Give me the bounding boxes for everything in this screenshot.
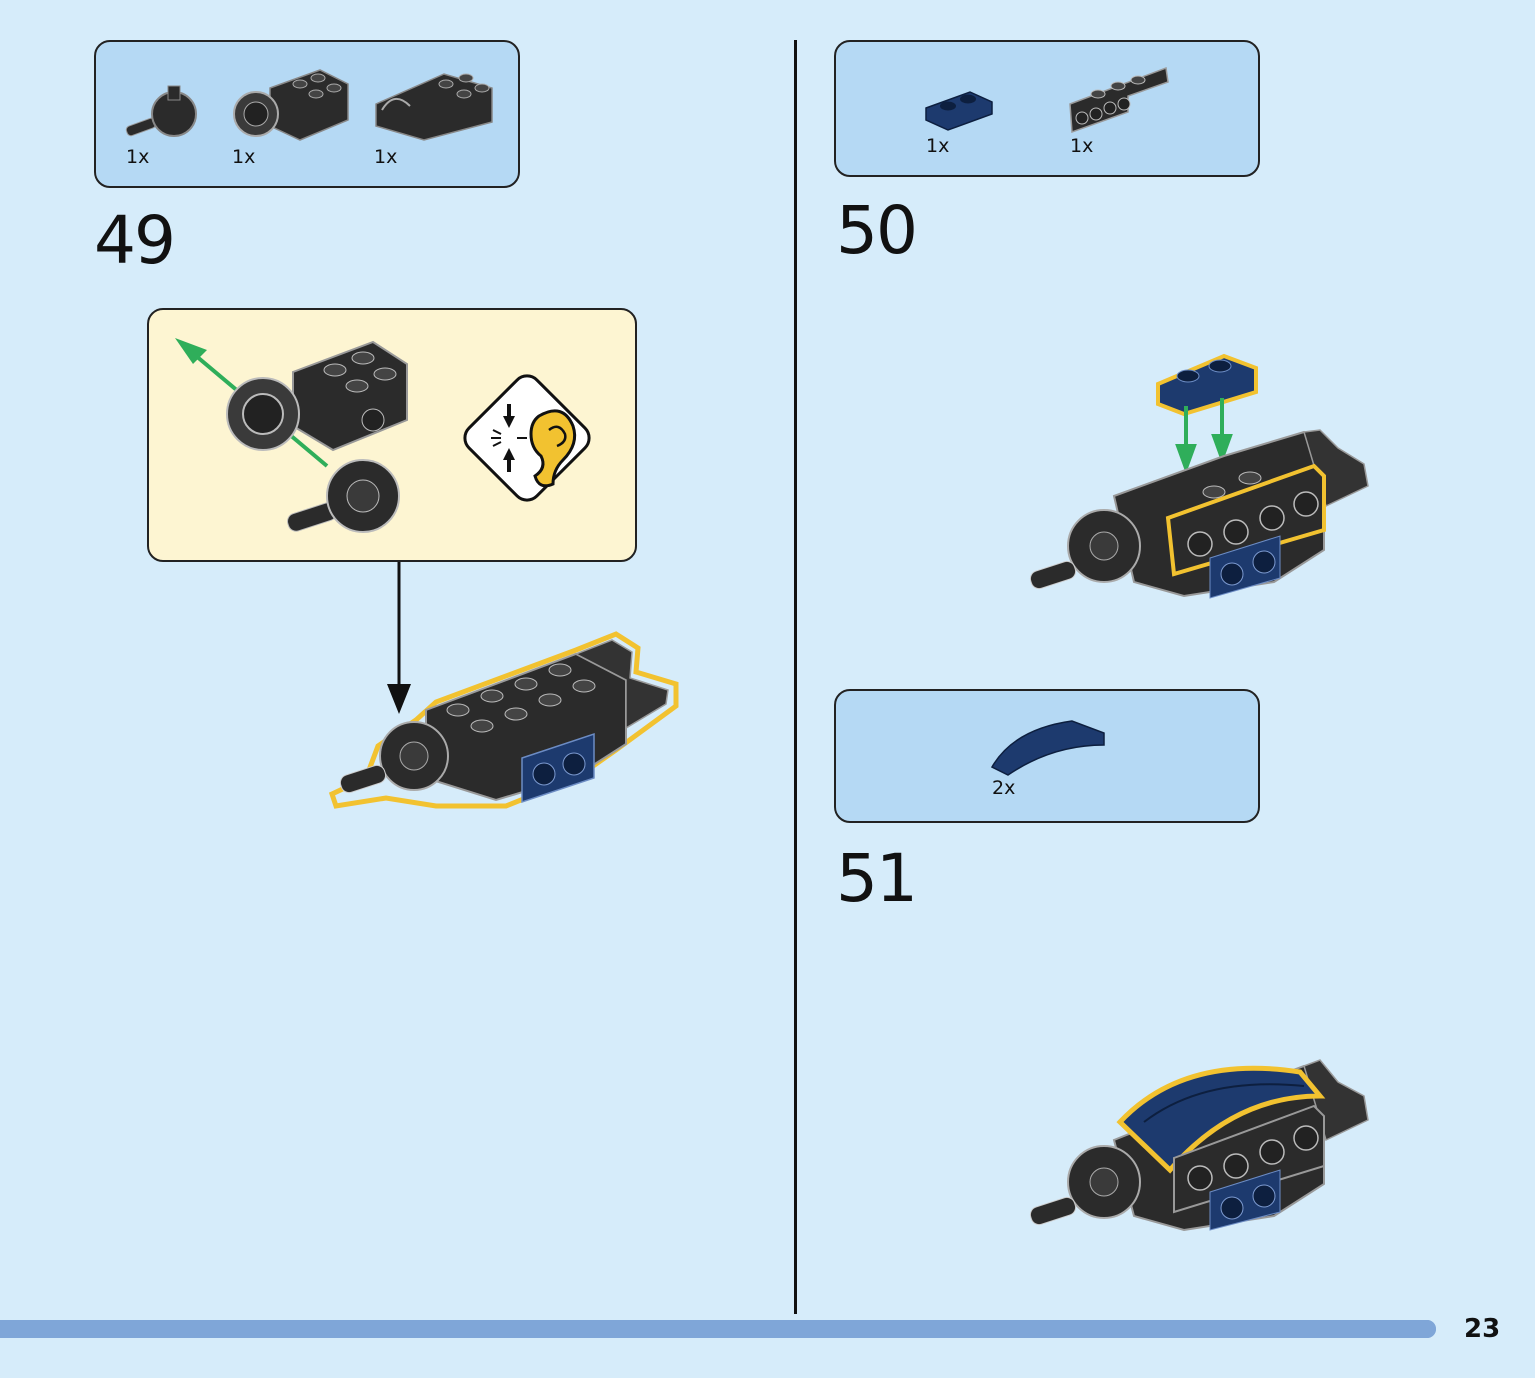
ball-joint-image — [287, 459, 400, 533]
socket-brick-image — [226, 340, 408, 452]
click-sound-badge — [447, 358, 607, 518]
page-number: 23 — [1464, 1314, 1501, 1344]
parts-list-step-49: 1x 1x 1x — [94, 40, 520, 188]
callout-pointer-arrow — [387, 562, 411, 714]
socket-brick-part-image — [233, 69, 349, 141]
part-quantity: 1x — [374, 146, 398, 168]
click-sound-ear-icon — [463, 374, 591, 502]
column-divider — [794, 40, 797, 1314]
parts-list-step-51: 2x — [834, 689, 1260, 823]
assembled-model-step-51 — [1029, 1059, 1369, 1232]
assembled-model-step-50 — [1029, 353, 1369, 599]
dark-blue-plate-part-image — [925, 91, 993, 131]
bracket-plate-part-image — [1069, 66, 1169, 134]
part-quantity: 1x — [126, 146, 150, 168]
step-number: 50 — [836, 192, 918, 269]
curved-slope-part-image — [990, 720, 1105, 776]
step-number: 49 — [94, 202, 176, 279]
part-quantity: 1x — [232, 146, 256, 168]
assembled-model-step-49 — [328, 631, 679, 809]
part-quantity: 1x — [926, 135, 950, 157]
parts-list-step-50: 1x 1x — [834, 40, 1260, 177]
part-quantity: 1x — [1070, 135, 1094, 157]
progress-bar-fill — [0, 1320, 1436, 1338]
step-number: 51 — [836, 840, 918, 917]
sub-assembly-callout — [147, 308, 637, 562]
clip-brick-part-image — [375, 73, 493, 141]
ball-joint-part-image — [125, 85, 197, 137]
part-quantity: 2x — [992, 777, 1016, 799]
progress-bar — [0, 1320, 1436, 1338]
